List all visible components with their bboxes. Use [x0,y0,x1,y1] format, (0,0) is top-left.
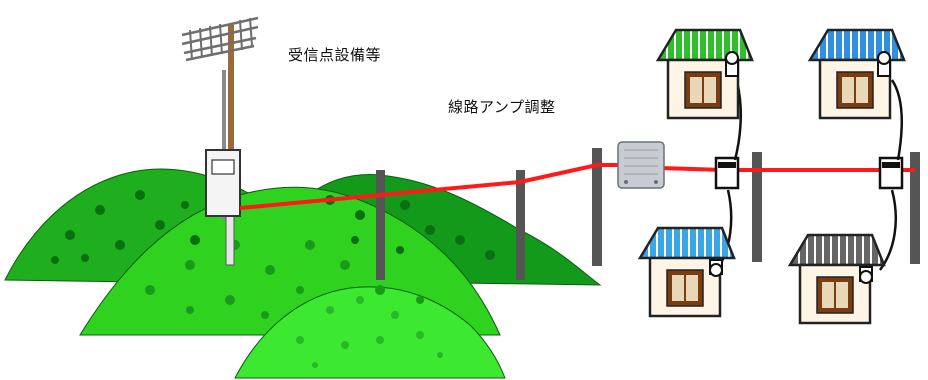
hill-dots [51,190,524,266]
pole-2 [516,170,525,280]
tap-box-left [714,156,740,190]
hills [4,168,602,379]
utility-poles [376,148,920,280]
plug-icon [859,266,873,284]
hill-dots-front [296,296,443,368]
receiving-equipment-label: 受信点設備等 [288,46,382,64]
plug-icon [725,51,739,77]
house-light-blue-roof [637,226,736,318]
pole-5 [910,152,920,264]
house-gray-roof [787,233,886,325]
house-green-roof [655,28,754,120]
line-amp-adjustment-label: 線路アンプ調整 [448,98,556,116]
receiver-cabinet-icon [205,149,241,266]
pole-4 [752,152,762,262]
antenna-icon [181,16,259,220]
pole-1 [376,170,385,280]
plug-icon [709,259,723,277]
plug-icon [877,51,891,77]
line-amplifier-icon [617,141,665,189]
pole-3 [592,148,602,266]
tap-box-right [878,156,904,190]
house-blue-roof [807,28,906,120]
